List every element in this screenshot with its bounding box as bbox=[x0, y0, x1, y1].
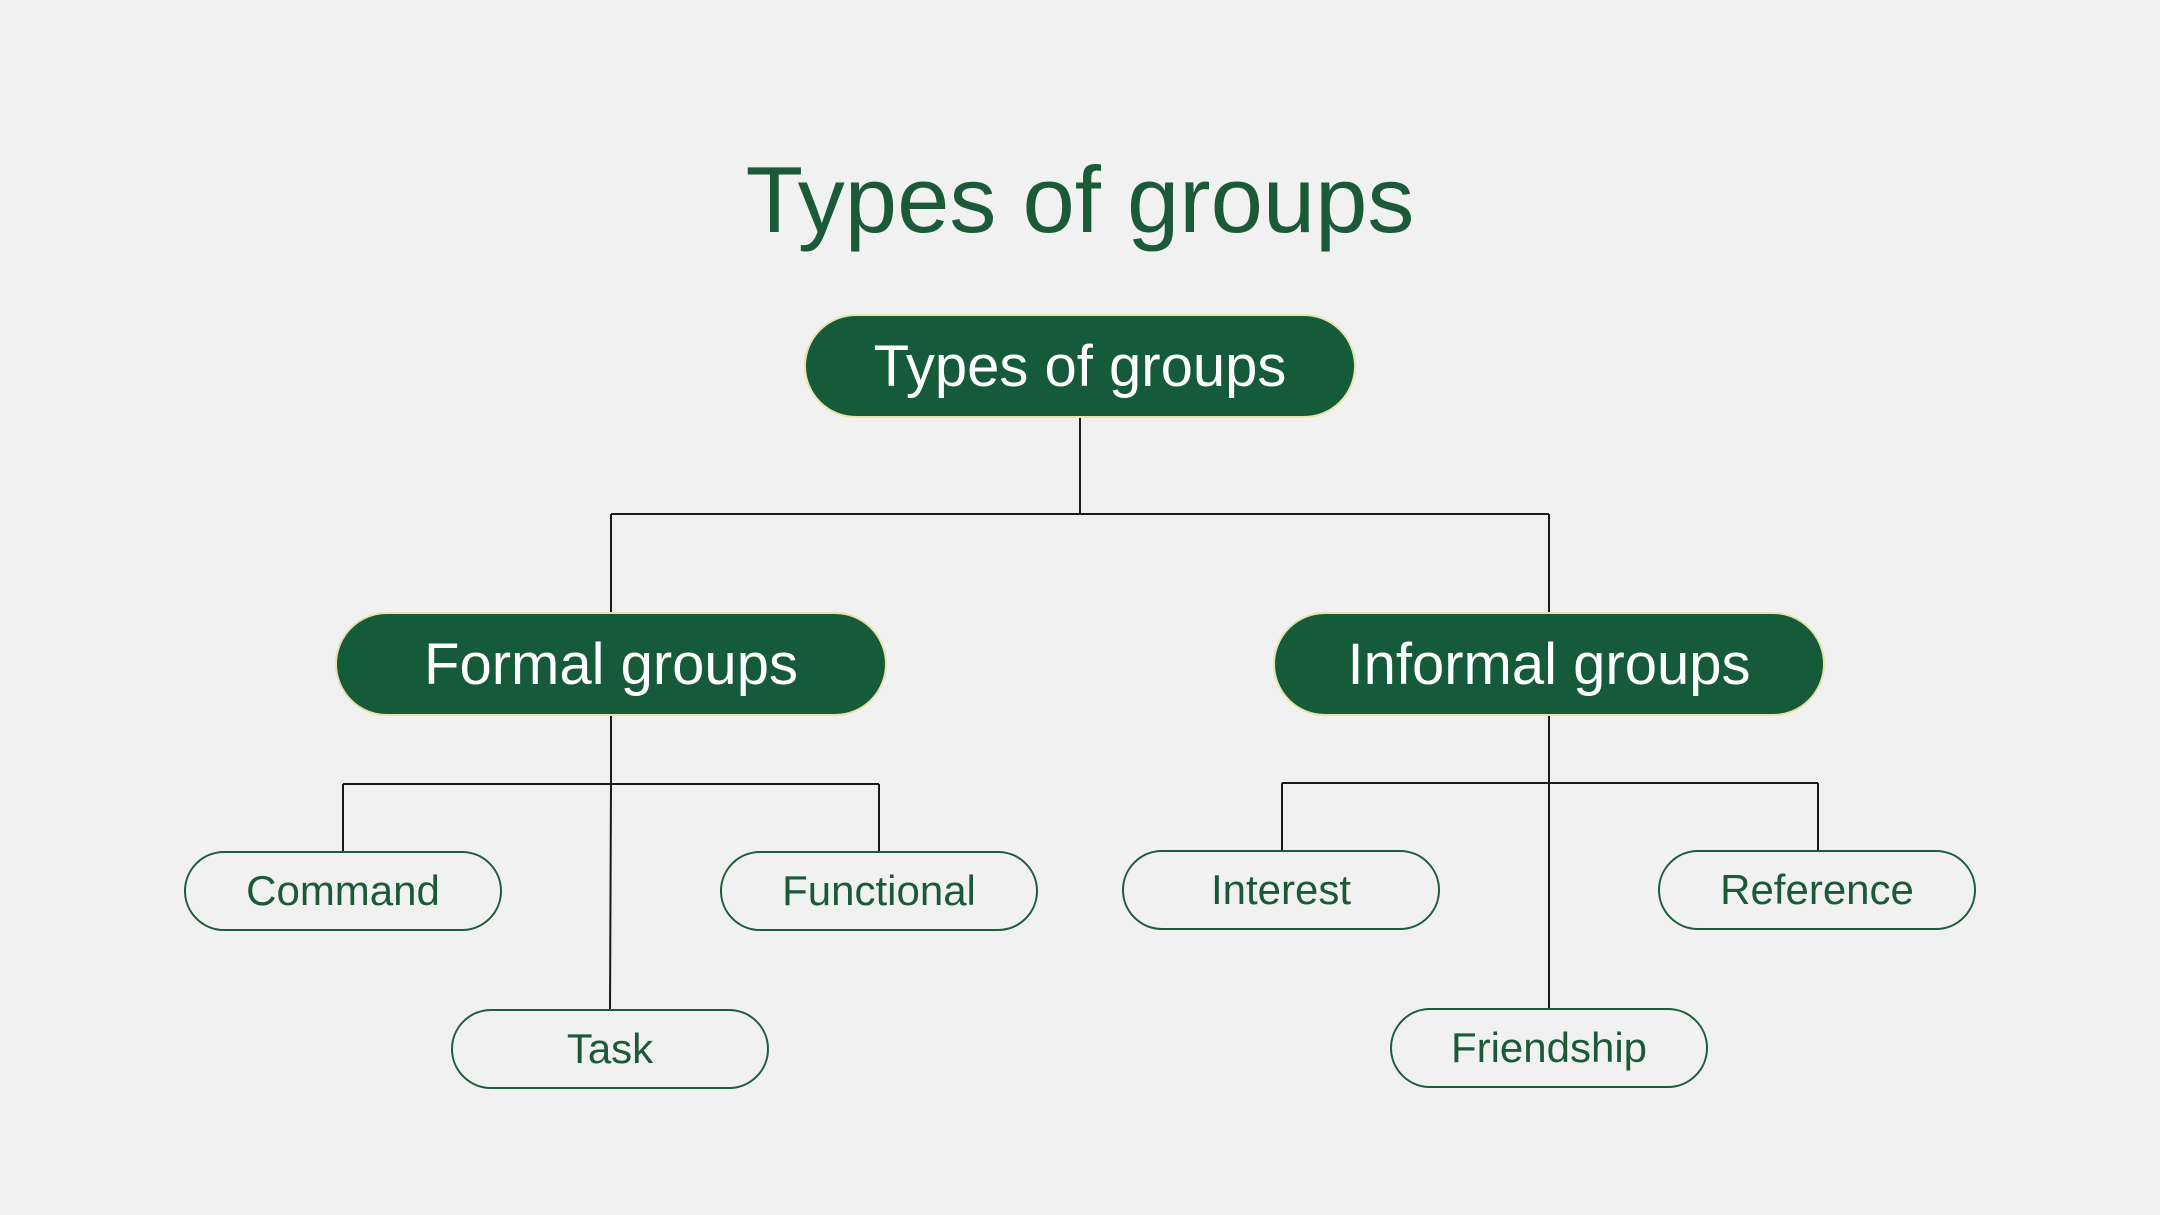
reference-node: Reference bbox=[1658, 850, 1976, 930]
slide-title: Types of groups bbox=[745, 147, 1415, 252]
root-node: Types of groups bbox=[804, 314, 1356, 418]
functional-node: Functional bbox=[720, 851, 1038, 931]
connector-to-task bbox=[609, 783, 612, 1011]
task-node: Task bbox=[451, 1009, 769, 1089]
informal-groups-node: Informal groups bbox=[1273, 612, 1825, 716]
interest-node: Interest bbox=[1122, 850, 1440, 930]
friendship-node: Friendship bbox=[1390, 1008, 1708, 1088]
command-node: Command bbox=[184, 851, 502, 931]
formal-groups-node: Formal groups bbox=[335, 612, 887, 716]
